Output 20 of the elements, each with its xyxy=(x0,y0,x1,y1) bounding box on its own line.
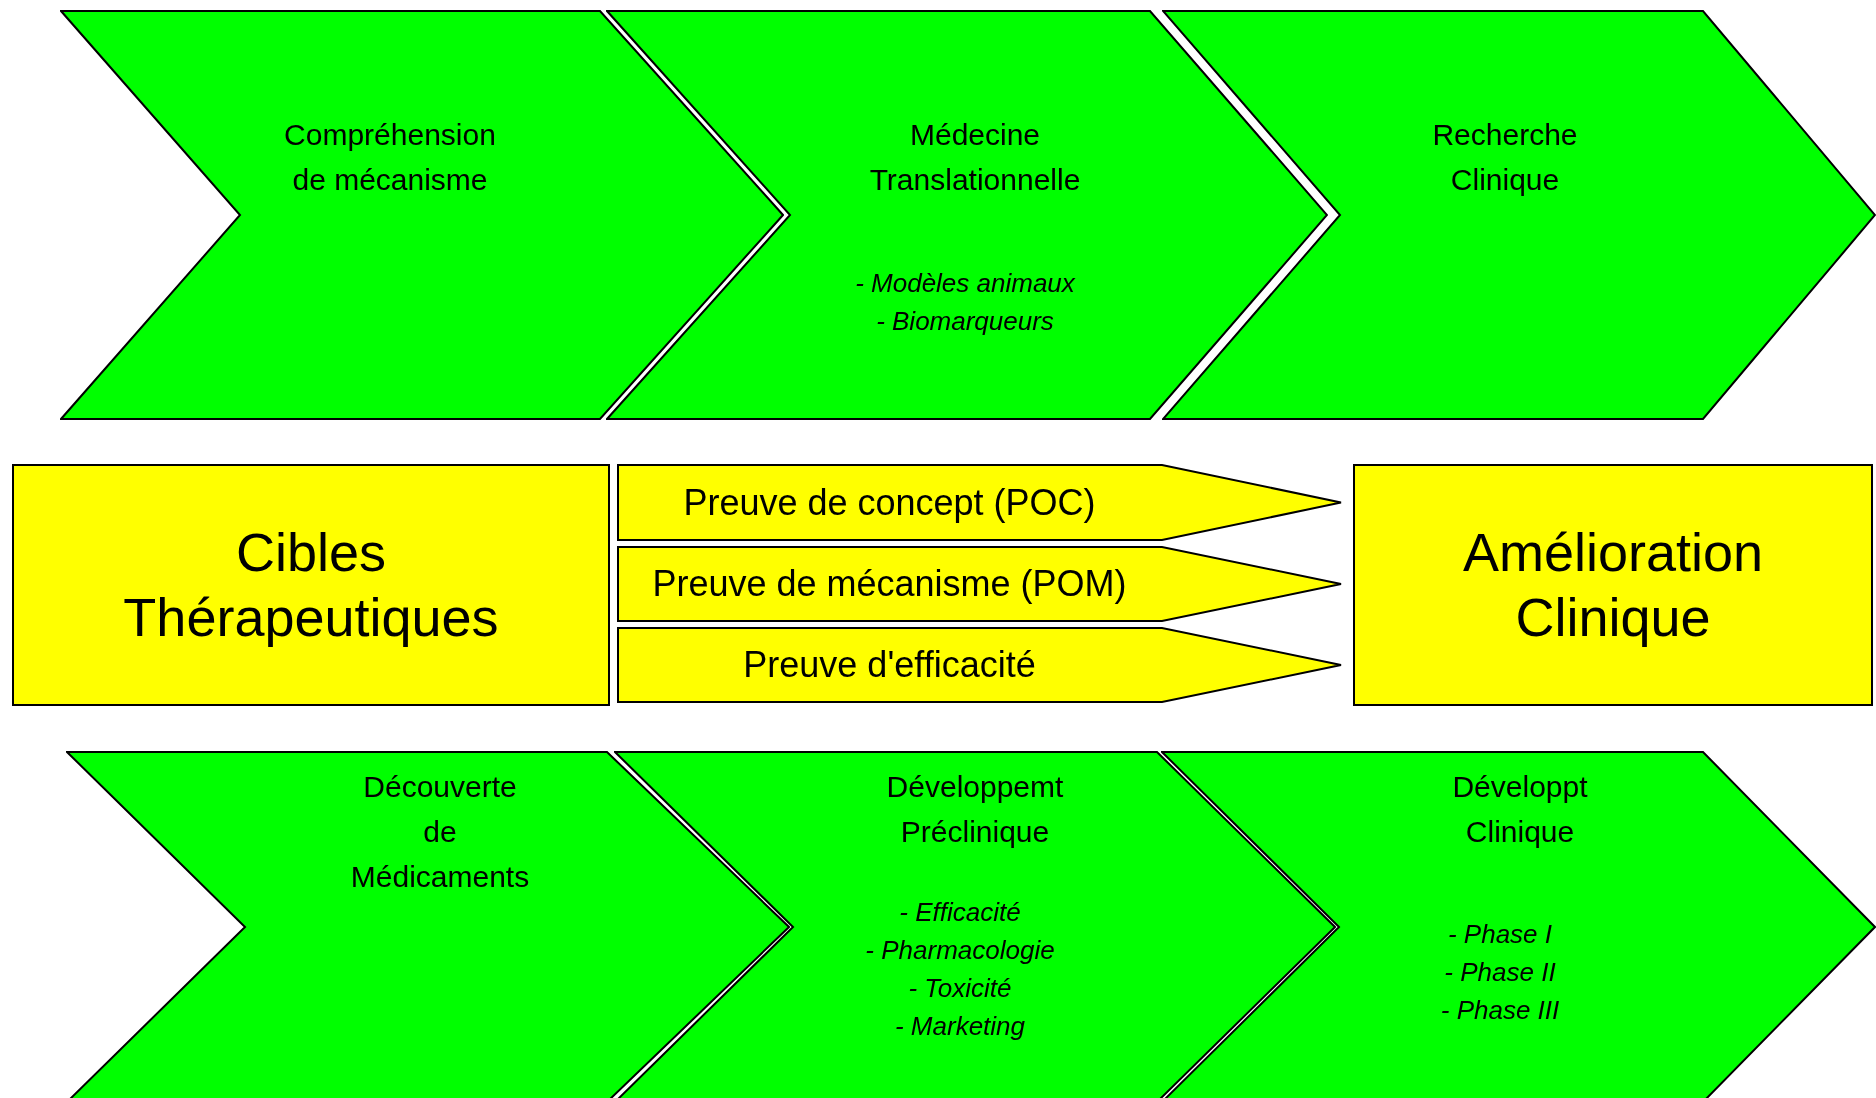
node-label: Preuve de concept (POC) xyxy=(683,480,1096,525)
bullet-item: - Phase I xyxy=(1446,918,1554,951)
node-label: Preuve de mécanisme (POM) xyxy=(652,562,1127,606)
bullet-item: - Phase II xyxy=(1443,956,1557,989)
node-label: Amélioration Clinique xyxy=(1461,521,1765,649)
node-label: Développt Clinique xyxy=(1451,769,1589,850)
bullet-item: - Toxicité xyxy=(907,972,1013,1005)
bullet-item: - Marketing xyxy=(893,1010,1026,1043)
node-label: Découverte de Médicaments xyxy=(349,769,531,895)
node-label: Cibles Thérapeutiques xyxy=(122,521,500,649)
node-label: Compréhension de mécanisme xyxy=(283,117,497,198)
bullet-item: - Modèles animaux xyxy=(854,267,1076,300)
node-label: Preuve d'efficacité xyxy=(743,643,1036,687)
node-label: Médecine Translationnelle xyxy=(868,117,1082,198)
bullet-item: - Biomarqueurs xyxy=(875,305,1055,338)
bullet-item: - Pharmacologie xyxy=(864,934,1056,967)
node-label: Recherche Clinique xyxy=(1431,117,1579,198)
bullet-item: - Efficacité xyxy=(898,896,1022,929)
bullet-item: - Phase III xyxy=(1439,994,1561,1027)
node-label: Développemt Préclinique xyxy=(885,769,1065,850)
